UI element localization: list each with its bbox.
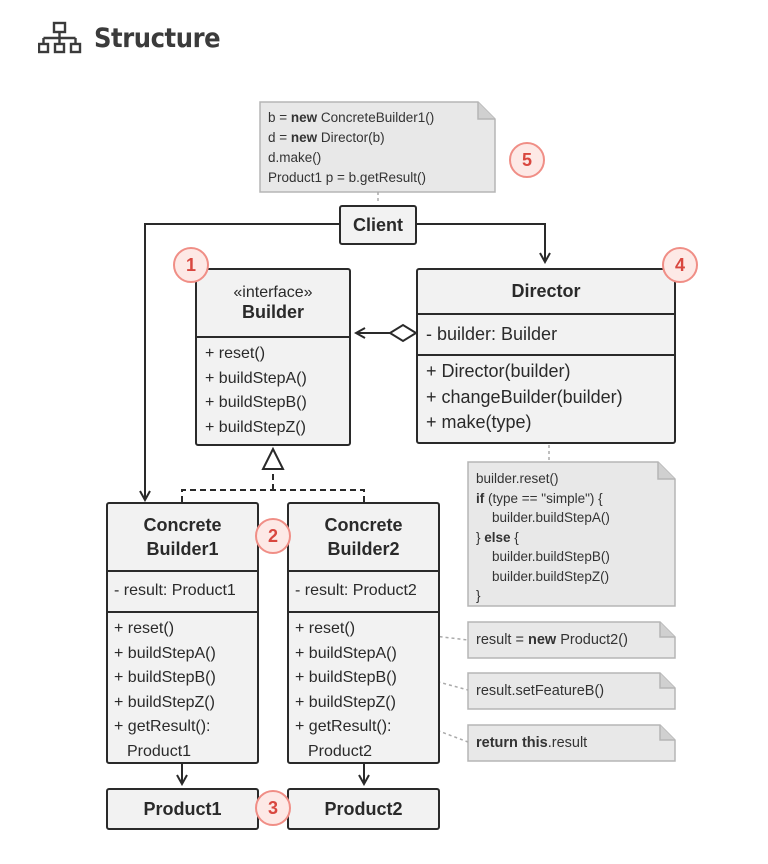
director-name: Director [511,281,581,301]
builder-header: «interface» Builder [197,270,349,336]
make-note-line-3: builder.buildStepA() [492,510,610,525]
make-note-shape [467,461,676,607]
builder-methods: + reset() + buildStepA() + buildStepB() … [197,336,349,440]
make-note-line-1: builder.reset() [476,471,559,486]
cb1-method: + buildStepZ() [114,693,215,711]
director-box[interactable]: Director - builder: Builder + Director(b… [416,268,676,444]
cb2-name-line2: Builder2 [327,539,400,559]
client-to-director-arrow [416,223,545,262]
section-header: Structure [38,18,234,58]
cb2-name-line1: Concrete [324,515,403,535]
cb2-method: + reset() [295,620,356,637]
cb1-header: Concrete Builder1 [108,504,257,570]
cb2-method-return: Product2 [308,742,373,760]
cb1-method: + getResult(): [114,718,211,735]
cb2-method: + buildStepB() [295,669,397,686]
cb1-method: + reset() [114,620,175,637]
director-methods: + Director(builder) + changeBuilder(buil… [418,354,674,436]
client-note-shape [259,101,496,193]
make-note: builder.reset() if (type == "simple") { … [476,469,610,606]
cb2-fields: - result: Product2 [289,570,438,611]
cb1-method-return: Product1 [127,742,192,760]
realization-lines [181,470,365,502]
aggregation-diamond [388,323,418,343]
badge-5: 5 [509,142,545,178]
builder-stereotype: «interface» [233,283,313,301]
cb2-method: + getResult(): [295,718,392,735]
product2-label: Product2 [324,798,403,819]
director-field: - builder: Builder [426,323,558,344]
page-title: Structure [94,22,221,54]
make-note-line-4: } else { [476,529,519,545]
make-note-line-6: builder.buildStepZ() [492,568,610,584]
badge-2: 2 [255,518,291,554]
cb2-method: + buildStepZ() [295,693,396,711]
badge-1: 1 [173,247,209,283]
cb1-fields: - result: Product1 [108,570,257,611]
director-method: + Director(builder) [426,361,571,381]
stepb-note: result.setFeatureB() [476,683,605,699]
builder-method: + buildStepA() [205,369,307,387]
client-note-line-1: b = new ConcreteBuilder1() [268,110,435,125]
product2-box[interactable]: Product2 [287,788,440,830]
getresult-note: return this.result [476,735,588,751]
getresult-note-shape [467,724,676,762]
cb2-method: + buildStepA() [295,644,397,662]
cb1-methods: + reset() + buildStepA() + buildStepB() … [108,611,257,764]
make-note-line-2: if (type == "simple") { [476,490,603,506]
reset-note: result = new Product2() [476,632,628,648]
builder-method: + buildStepB() [205,394,307,411]
director-method: + changeBuilder(builder) [426,386,623,407]
reset-note-shape [467,621,676,659]
realization-triangle [261,446,285,470]
structure-hierarchy-icon [38,21,82,54]
client-to-builder1-arrow [145,223,340,500]
client-label: Client [352,214,403,235]
cb1-name-line2: Builder1 [146,539,219,559]
product1-box[interactable]: Product1 [106,788,259,830]
badge-3: 3 [255,790,291,826]
make-note-line-5: builder.buildStepB() [492,549,610,564]
concrete-builder1-box[interactable]: Concrete Builder1 - result: Product1 + r… [106,502,259,764]
cb1-name-line1: Concrete [143,515,222,535]
make-note-line-7: } [476,588,481,603]
builder-method: + reset() [205,345,266,362]
client-note-line-4: Product1 p = b.getResult() [268,170,426,185]
stepb-note-shape [467,672,676,710]
product1-label: Product1 [143,798,222,819]
cb2-field: - result: Product2 [295,582,417,600]
client-box[interactable]: Client [339,205,417,245]
badge-4: 4 [662,247,698,283]
builder-method: + buildStepZ() [205,418,306,436]
cb1-method: + buildStepA() [114,644,216,662]
builder-interface-box[interactable]: «interface» Builder + reset() + buildSte… [195,268,351,446]
director-method: + make(type) [426,412,532,432]
cb2-header: Concrete Builder2 [289,504,438,570]
client-note: b = new ConcreteBuilder1() d = new Direc… [268,108,434,188]
director-fields: - builder: Builder [418,313,674,354]
builder-name: Builder [241,301,304,322]
cb1-field: - result: Product1 [114,582,236,600]
cb2-methods: + reset() + buildStepA() + buildStepB() … [289,611,438,764]
concrete-builder2-box[interactable]: Concrete Builder2 - result: Product2 + r… [287,502,440,764]
client-note-line-2: d = new Director(b) [268,130,385,145]
cb1-method: + buildStepB() [114,669,216,686]
client-note-line-3: d.make() [268,150,322,165]
